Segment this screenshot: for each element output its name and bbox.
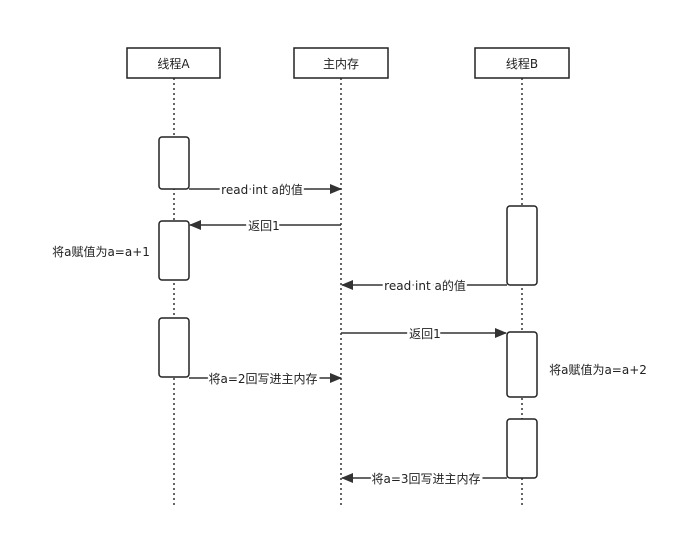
message-a-writeback: 将a=2回写进主内存 — [189, 370, 342, 389]
activation-a-1 — [158, 136, 190, 190]
activation-a-2 — [158, 220, 190, 281]
message-return-to-a: 返回1 — [189, 217, 341, 236]
message-a-read: read int a的值 — [189, 180, 342, 200]
message-b-writeback: 将a=3回写进主内存 — [341, 470, 507, 489]
message-b-read-label: read int a的值 — [384, 278, 466, 293]
activation-b-1 — [506, 205, 538, 286]
note-thread-a: 将a赋值为a=a+1 — [52, 244, 150, 259]
activation-a-3 — [158, 317, 190, 378]
participant-main-memory-label: 主内存 — [323, 57, 359, 71]
message-b-writeback-label: 将a=3回写进主内存 — [371, 472, 480, 486]
participant-main-memory: 主内存 — [293, 47, 389, 79]
message-b-read: read int a的值 — [341, 276, 507, 296]
participant-thread-a-label: 线程A — [157, 56, 190, 71]
message-a-writeback-label: 将a=2回写进主内存 — [208, 372, 317, 386]
activation-b-3 — [506, 418, 538, 479]
participant-thread-b: 线程B — [474, 47, 570, 79]
participant-thread-a: 线程A — [126, 47, 221, 79]
message-return-to-b: 返回1 — [341, 325, 507, 344]
message-return-to-b-label: 返回1 — [409, 327, 441, 341]
message-return-to-a-label: 返回1 — [248, 219, 280, 233]
activation-b-2 — [506, 331, 538, 398]
message-a-read-label: read int a的值 — [221, 182, 303, 197]
note-thread-b: 将a赋值为a=a+2 — [549, 362, 647, 377]
participant-thread-b-label: 线程B — [506, 56, 538, 71]
